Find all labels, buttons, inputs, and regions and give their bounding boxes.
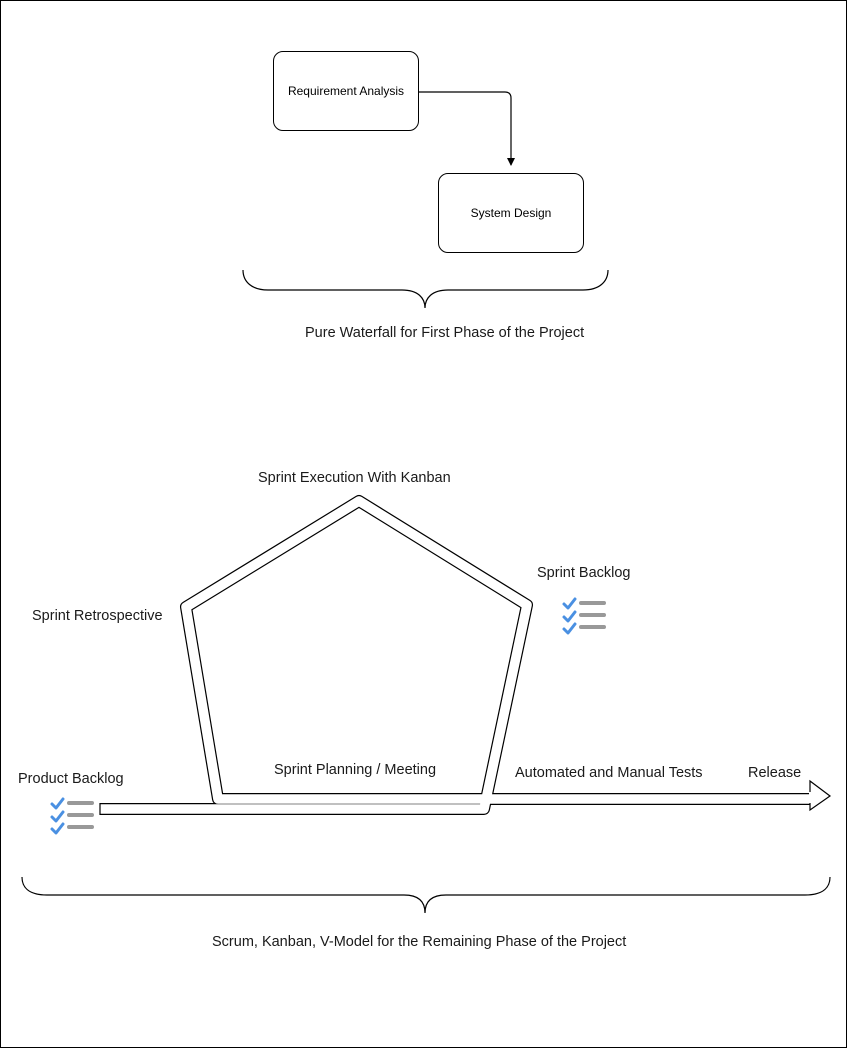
requirement-analysis-box[interactable]: Requirement Analysis [273,51,419,131]
sprint-backlog-checklist-icon [562,597,606,635]
sprint-backlog-label: Sprint Backlog [537,565,631,581]
agile-brace [21,876,831,914]
waterfall-connector-arrow [418,91,515,166]
sprint-execution-label: Sprint Execution With Kanban [258,470,451,486]
product-backlog-label: Product Backlog [18,771,124,787]
sprint-planning-label: Sprint Planning / Meeting [274,762,437,778]
waterfall-caption: Pure Waterfall for First Phase of the Pr… [305,325,585,341]
system-design-label: System Design [470,206,552,220]
release-arrowhead-mask [809,792,812,803]
requirement-analysis-label: Requirement Analysis [287,84,405,98]
release-label: Release [748,765,802,781]
release-arrowhead [809,779,832,812]
system-design-box[interactable]: System Design [438,173,584,253]
waterfall-brace [242,269,609,309]
sprint-retrospective-label: Sprint Retrospective [32,608,163,624]
tests-label: Automated and Manual Tests [515,765,703,781]
product-backlog-checklist-icon [50,797,94,835]
agile-caption: Scrum, Kanban, V-Model for the Remaining… [212,934,627,950]
sprint-cycle-inner-path [100,496,818,814]
